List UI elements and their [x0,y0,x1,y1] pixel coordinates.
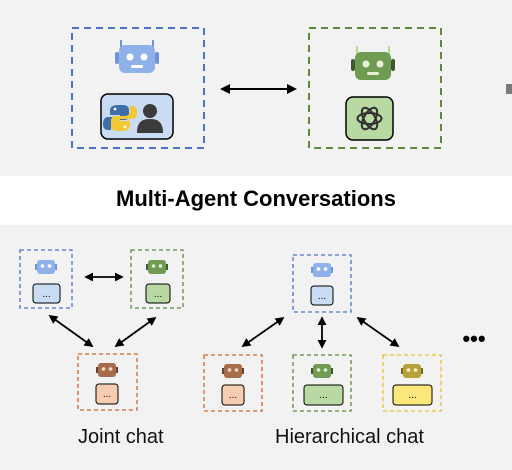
robot-icon [115,40,159,73]
chat-bubble-label: ... [103,389,111,400]
green-tool-box [345,96,394,141]
chat-bubble [32,283,61,304]
section-heading: Multi-Agent Conversations [116,186,396,211]
joint-orange-agent [77,353,138,411]
chat-bubble [303,384,344,406]
chat-bubble [310,285,334,306]
hierarchical-root-agent [292,254,352,313]
chat-bubble [392,384,433,406]
green-agent-frame [308,27,442,149]
openai-icon [356,106,383,131]
robot-icon [401,364,423,378]
chat-bubble [221,384,245,406]
chat-bubble-label: ... [154,289,162,300]
hierarchical-green-agent [292,354,352,412]
hierarchical-chat-caption: Hierarchical chat [275,426,424,448]
joint-blue-agent [19,249,73,309]
human-icon [137,104,163,133]
robot-icon [222,364,244,378]
robot-icon [146,260,168,274]
double-arrow-icon [241,316,285,348]
robot-icon [35,260,57,274]
double-arrow-icon [114,316,157,348]
chat-bubble-label: ... [318,291,326,302]
chat-bubble-label: ... [229,390,237,401]
robot-icon [96,363,118,377]
hierarchical-orange-agent [203,354,263,412]
hierarchical-yellow-agent [382,354,442,412]
robot-icon [311,364,333,378]
double-arrow-icon [48,314,94,348]
chat-bubble-label: ... [319,390,327,401]
joint-chat-caption: Joint chat [78,426,164,448]
joint-green-agent [130,249,184,309]
chat-bubble [145,283,171,304]
continuation-dots: ••• [462,326,485,351]
chat-bubble [95,383,119,405]
double-arrow-icon [356,316,400,348]
python-icon [103,105,137,131]
robot-icon [351,46,395,80]
blue-agent-frame [71,27,205,149]
chat-bubble-label: ... [42,289,50,300]
robot-icon [311,263,333,277]
bottom-panel [0,225,512,470]
chat-bubble-label: ... [408,390,416,401]
edge-marker [506,84,512,94]
